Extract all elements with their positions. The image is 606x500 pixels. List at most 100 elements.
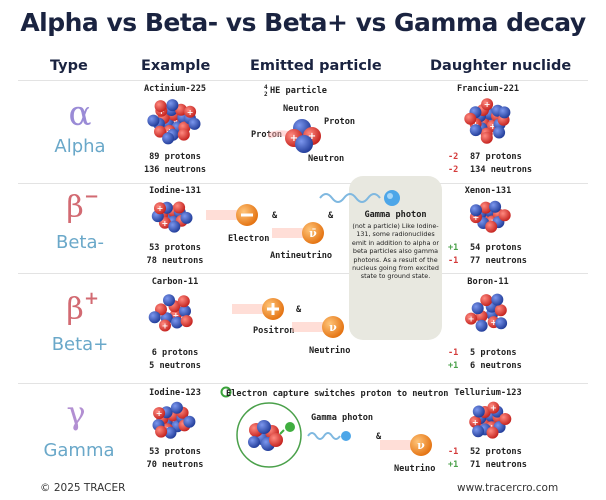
label-antineutrino: Antineutrino (270, 251, 333, 261)
label-neutron: Neutron (308, 154, 345, 164)
type-name-beta-plus: Beta+ (51, 334, 109, 355)
example-neutrons: 5 neutrons (149, 361, 201, 371)
delta-protons: +1 (448, 243, 459, 253)
svg-text:+: + (162, 219, 169, 228)
delta-neutrons: -1 (448, 256, 459, 266)
header-type: Type (50, 58, 88, 74)
callout-title: Gamma photon (364, 210, 427, 220)
divider (18, 183, 588, 184)
positron-icon (232, 298, 284, 320)
ampersand: & (272, 211, 278, 221)
website-link[interactable]: www.tracercro.com (457, 482, 559, 494)
delta-protons: -1 (448, 447, 459, 457)
divider (18, 383, 588, 384)
example-name: Iodine-131 (149, 186, 201, 196)
tellurium-nucleus-icon: +++ (469, 401, 512, 439)
actinium-nucleus-icon: ++++ (147, 99, 201, 145)
francium-nucleus-icon: +++ (464, 98, 511, 144)
example-name: Actinium-225 (143, 84, 207, 94)
gamma-photon-icon (319, 190, 400, 206)
delta-protons: -1 (448, 348, 459, 358)
example-neutrons: 70 neutrons (146, 460, 204, 470)
example-neutrons: 136 neutrons (143, 165, 207, 175)
header-daughter-nuclide: Daughter nuclide (430, 58, 572, 74)
helium-particle-label: HE particle (270, 86, 327, 96)
label-gamma-photon: Gamma photon (311, 413, 374, 423)
svg-text:+: + (156, 409, 163, 418)
daughter-name: Francium-221 (456, 84, 520, 94)
svg-text:+: + (157, 204, 164, 213)
electron-capture-note: Electron capture switches proton to neut… (226, 389, 449, 399)
svg-text:+: + (484, 100, 491, 109)
electron-icon (206, 204, 258, 226)
alpha-symbol: α (68, 94, 92, 134)
svg-text:ν: ν (329, 321, 337, 334)
ampersand: & (328, 211, 334, 221)
helium-atomic-number: 2 (264, 91, 268, 98)
neutrino-icon: ν (292, 316, 344, 338)
label-positron: Positron (253, 326, 295, 336)
iodine-131-nucleus-icon: +++ (151, 201, 193, 233)
svg-text:+: + (187, 108, 194, 117)
daughter-protons: 5 protons (470, 348, 517, 358)
label-electron: Electron (228, 234, 270, 244)
electron-capture-icon (220, 386, 232, 398)
type-name-beta-minus: Beta- (55, 232, 104, 253)
ampersand: & (376, 432, 382, 442)
ampersand: & (296, 305, 302, 315)
type-name-gamma: Gamma (43, 440, 115, 461)
daughter-protons: 87 protons (470, 152, 522, 162)
svg-text:+: + (468, 315, 475, 324)
svg-text:+: + (290, 133, 298, 144)
helium-mass-number: 4 (264, 84, 268, 91)
example-protons: 53 protons (149, 243, 201, 253)
svg-text:ν̄: ν̄ (309, 227, 317, 240)
daughter-name: Boron-11 (467, 277, 509, 287)
callout-body: (not a particle) Like Iodine-131, some r… (351, 222, 440, 281)
example-name: Carbon-11 (151, 277, 199, 287)
copyright: © 2025 TRACER (40, 482, 126, 494)
daughter-protons: 54 protons (470, 243, 522, 253)
label-proton: Proton (251, 130, 283, 140)
daughter-protons: 52 protons (470, 447, 522, 457)
header-emitted-particle: Emitted particle (250, 58, 382, 74)
svg-text:+: + (489, 122, 496, 131)
daughter-name: Xenon-131 (464, 186, 512, 196)
label-neutrino: Neutrino (394, 464, 436, 474)
daughter-neutrons: 71 neutrons (470, 460, 527, 470)
electron-capture-nucleus-icon (236, 402, 302, 468)
neutrino-icon: ν (380, 434, 432, 456)
delta-neutrons: +1 (448, 460, 459, 470)
svg-text:+: + (173, 311, 180, 320)
example-protons: 53 protons (149, 447, 201, 457)
label-neutron: Neutron (283, 104, 320, 114)
antineutrino-icon: ν̄ (272, 222, 324, 244)
daughter-name: Tellurium-123 (454, 388, 522, 398)
daughter-neutrons: 6 neutrons (470, 361, 522, 371)
boron-nucleus-icon: ++ (465, 293, 508, 332)
svg-text:+: + (490, 404, 497, 413)
beta-minus-symbol: β (66, 190, 84, 225)
svg-text:+: + (490, 318, 497, 327)
page-title: Alpha vs Beta- vs Beta+ vs Gamma decay (20, 8, 586, 37)
example-protons: 89 protons (149, 152, 201, 162)
carbon-nucleus-icon: ++ (148, 294, 193, 332)
delta-neutrons: -2 (448, 165, 459, 175)
svg-text:+: + (162, 322, 169, 331)
example-name: Iodine-123 (149, 388, 201, 398)
divider (18, 273, 588, 274)
iodine-123-nucleus-icon: +++ (152, 401, 196, 439)
label-proton: Proton (324, 117, 356, 127)
gamma-wave-icon (307, 431, 351, 441)
svg-text:+: + (473, 213, 480, 222)
beta-plus-symbol: β (66, 292, 84, 327)
delta-neutrons: +1 (448, 361, 459, 371)
divider (18, 80, 588, 81)
header-example: Example (141, 58, 211, 74)
svg-text:+: + (308, 131, 316, 142)
label-neutrino: Neutrino (309, 346, 351, 356)
example-protons: 6 protons (151, 348, 199, 358)
gamma-symbol: γ (66, 394, 86, 432)
daughter-neutrons: 77 neutrons (470, 256, 527, 266)
beta-plus-superscript: + (84, 288, 100, 309)
